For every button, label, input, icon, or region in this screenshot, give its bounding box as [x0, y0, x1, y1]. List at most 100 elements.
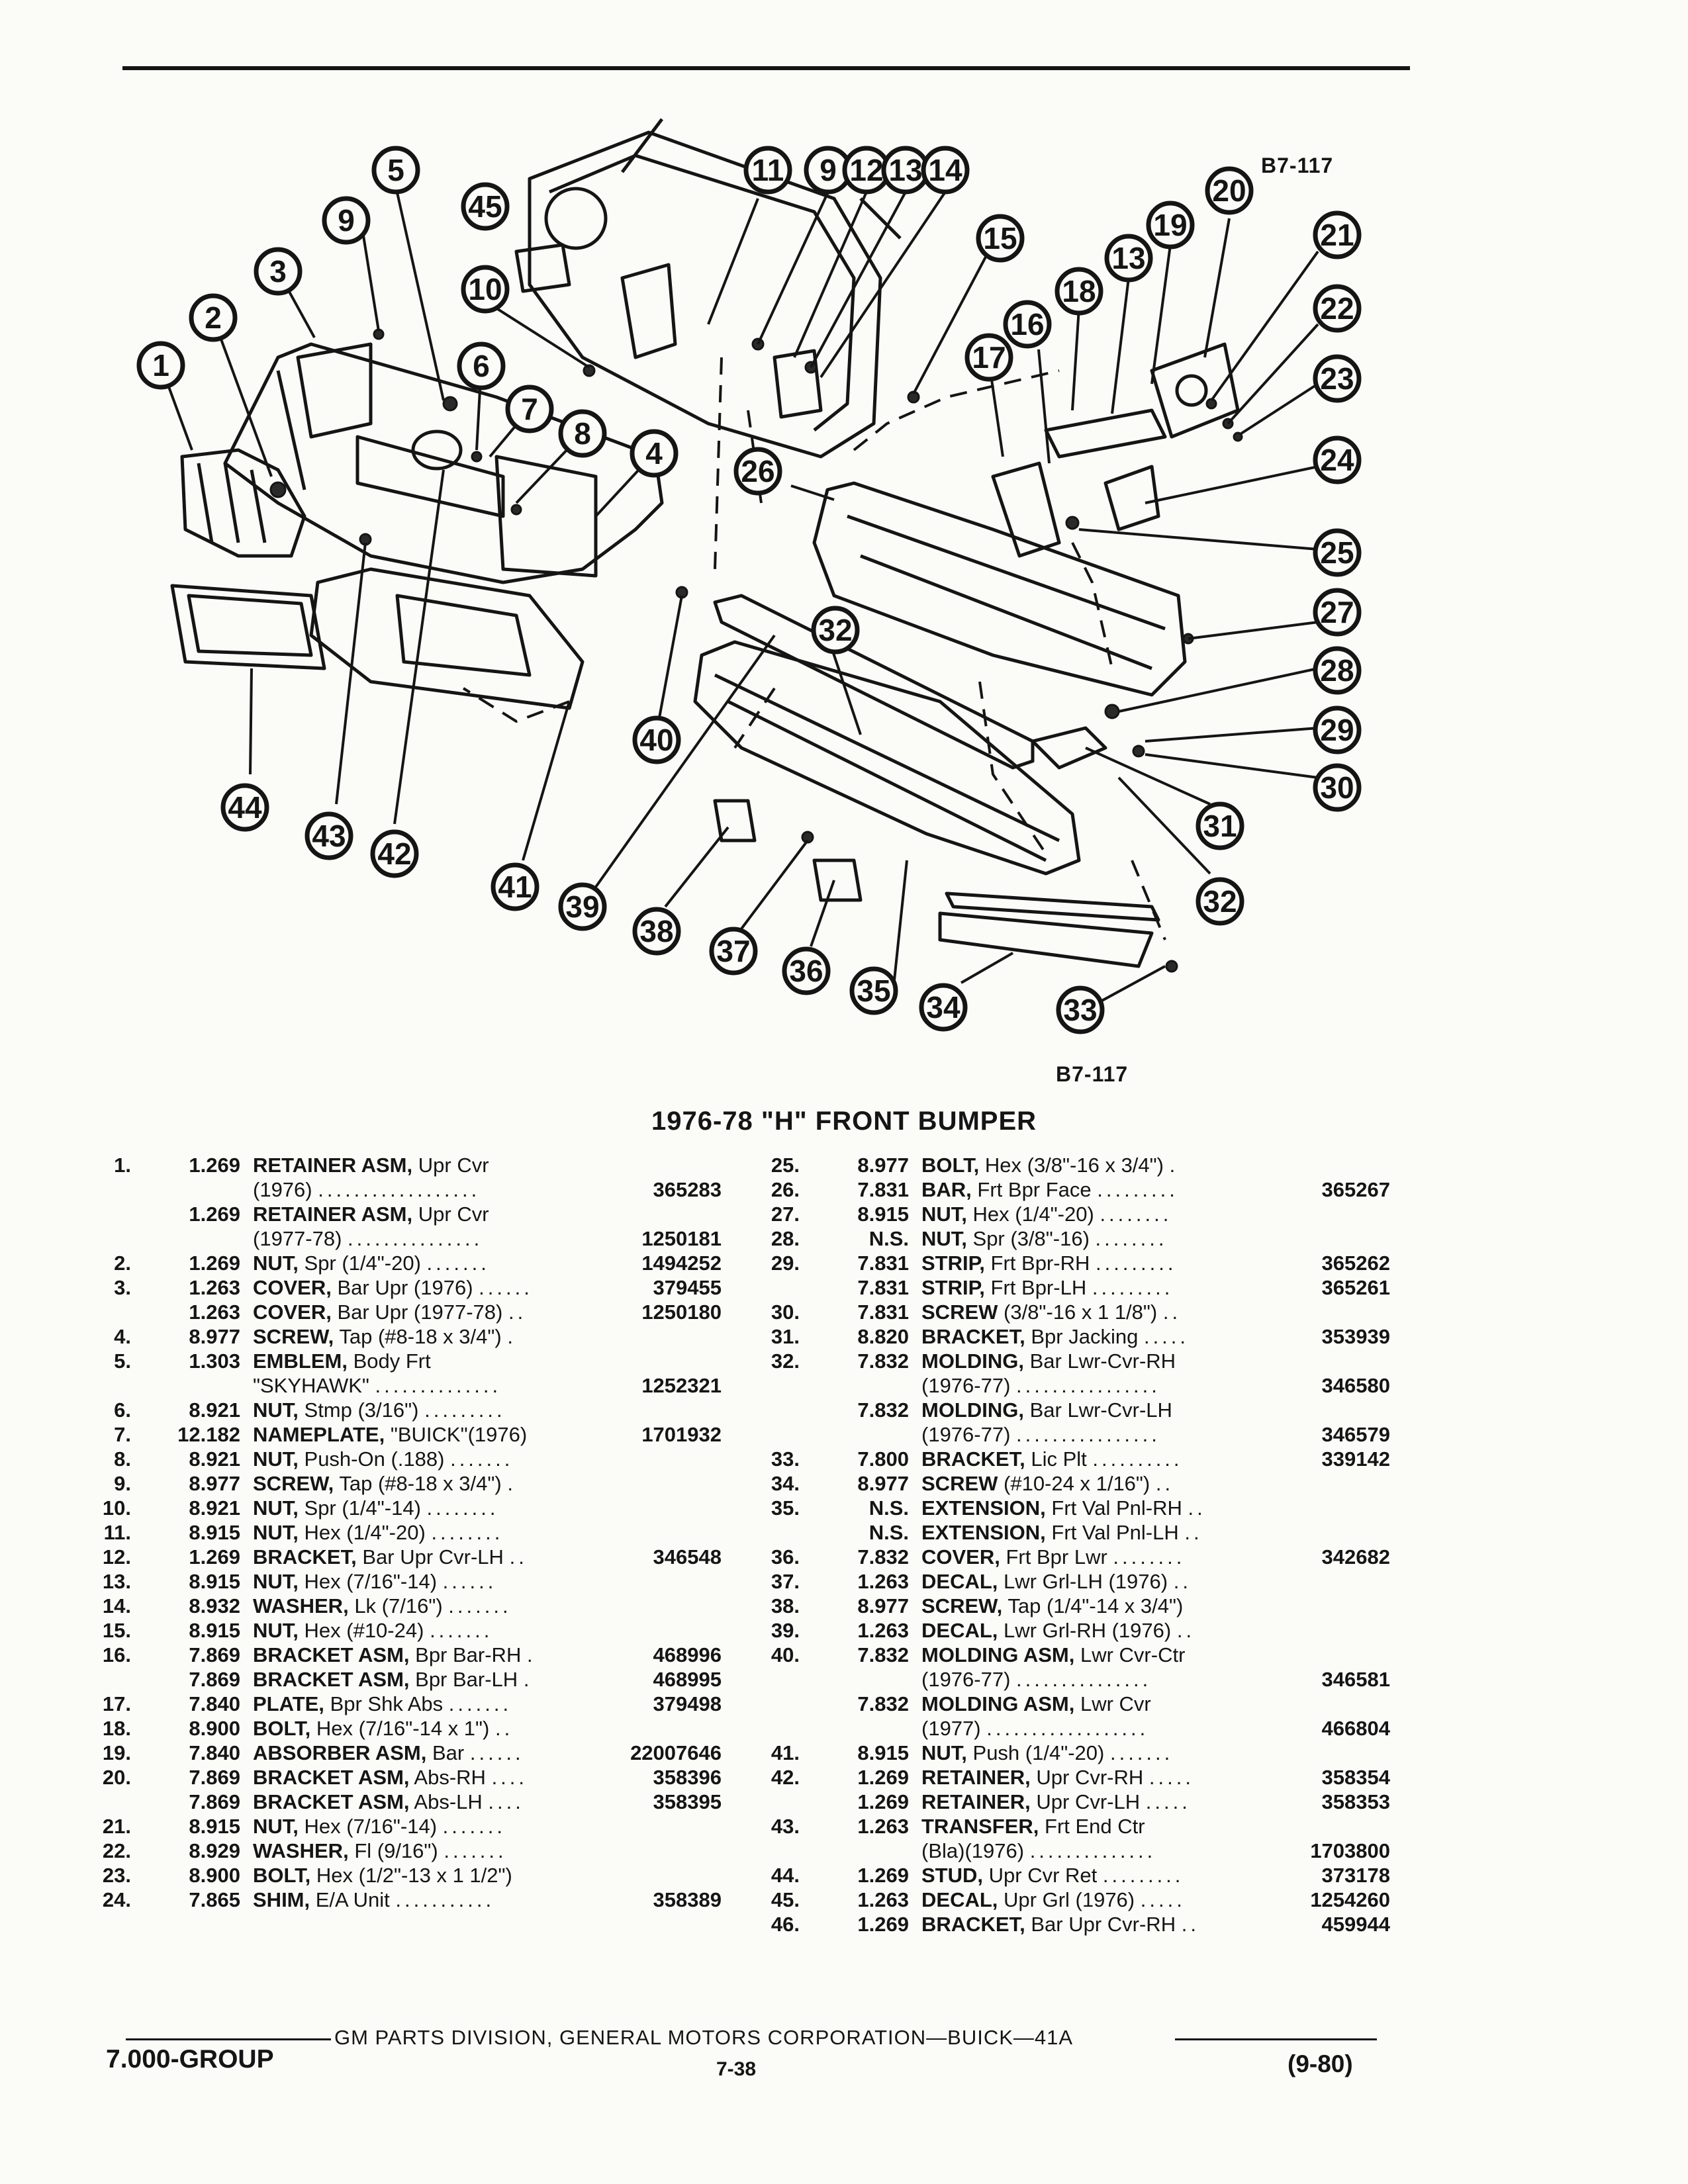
- parts-row: (Bla)(1976) ..............1703800: [748, 1839, 1400, 1863]
- part-description: EXTENSION, Frt Val Pnl-LH ..: [921, 1520, 1203, 1545]
- group-number: 1.263: [189, 1300, 240, 1324]
- part-description: BRACKET, Lic Plt ..........: [921, 1447, 1183, 1471]
- group-number: 12.182: [177, 1423, 240, 1446]
- svg-text:39: 39: [565, 889, 599, 924]
- callout-32: 32: [1196, 877, 1244, 926]
- part-description: NUT, Push-On (.188) .......: [253, 1447, 513, 1471]
- part-name: BRACKET ASM,: [253, 1643, 410, 1666]
- part-number: 468996: [653, 1643, 722, 1666]
- group-number: 7.865: [189, 1888, 240, 1911]
- group-number: 7.800: [857, 1447, 909, 1471]
- callout-19: 19: [1146, 201, 1195, 250]
- part-name: SCREW,: [921, 1594, 1003, 1617]
- footer-rule-left: [126, 2038, 331, 2040]
- part-detail: Tap (1/4"-14 x 3/4"): [1008, 1594, 1184, 1617]
- callout-9-left: 9: [322, 196, 371, 245]
- part-description: SHIM, E/A Unit ...........: [253, 1888, 494, 1912]
- part-description: MOLDING, Bar Lwr-Cvr-LH: [921, 1398, 1172, 1422]
- svg-text:21: 21: [1320, 218, 1354, 252]
- part-number: 346581: [1321, 1668, 1390, 1691]
- svg-text:2: 2: [205, 300, 222, 335]
- part-detail: Frt Bpr Face: [977, 1178, 1092, 1201]
- part-detail: Frt Bpr-RH: [990, 1251, 1090, 1275]
- top-rule: [122, 66, 1410, 70]
- svg-text:23: 23: [1320, 361, 1354, 396]
- item-number: 6.: [114, 1398, 131, 1422]
- callout-7: 7: [505, 385, 554, 433]
- part-description: PLATE, Bpr Shk Abs .......: [253, 1692, 512, 1716]
- part-description: STRIP, Frt Bpr-RH .........: [921, 1251, 1177, 1275]
- callout-33: 32: [811, 606, 860, 655]
- leader-dots: .......: [444, 1839, 507, 1862]
- footer-date: (9-80): [1288, 2050, 1353, 2077]
- part-name: SCREW: [921, 1472, 998, 1495]
- leader-dots: .........: [424, 1398, 506, 1422]
- callout-18: 18: [1055, 267, 1103, 316]
- leader-dots: .........: [1095, 1251, 1177, 1275]
- callout-23: 23: [1313, 354, 1362, 403]
- part-name: BRACKET,: [253, 1545, 357, 1569]
- part-name: EMBLEM,: [253, 1349, 348, 1373]
- callout-10: 10: [461, 265, 510, 314]
- part-detail: (#10-24 x 1/16"): [1004, 1472, 1150, 1495]
- part-detail: (1976): [253, 1178, 312, 1201]
- item-number: 37.: [771, 1570, 800, 1593]
- callout-35: 34: [919, 983, 968, 1032]
- group-number: 8.915: [857, 1741, 909, 1764]
- part-description: MOLDING, Bar Lwr-Cvr-RH: [921, 1349, 1176, 1373]
- svg-text:33: 33: [1063, 993, 1097, 1027]
- part-detail: Upr Grl (1976): [1004, 1888, 1135, 1911]
- svg-text:10: 10: [468, 272, 502, 306]
- part-description: WASHER, Fl (9/16") .......: [253, 1839, 507, 1863]
- part-description: BOLT, Hex (1/2"-13 x 1 1/2"): [253, 1863, 512, 1888]
- part-description: MOLDING ASM, Lwr Cvr-Ctr: [921, 1643, 1185, 1667]
- svg-text:41: 41: [498, 870, 532, 904]
- group-number: 8.915: [189, 1815, 240, 1838]
- svg-text:19: 19: [1153, 208, 1187, 242]
- part-detail: Hex (1/4"-20): [304, 1521, 426, 1544]
- part-description: BOLT, Hex (7/16"-14 x 1") ..: [253, 1716, 513, 1741]
- part-number: 358396: [653, 1766, 722, 1789]
- part-number: 365283: [653, 1178, 722, 1201]
- part-number: 1703800: [1310, 1839, 1390, 1862]
- svg-text:13: 13: [1111, 241, 1145, 275]
- leader-dots: ..: [1176, 1619, 1196, 1642]
- part-description: BRACKET ASM, Abs-LH ....: [253, 1790, 524, 1814]
- callout-38: 37: [709, 927, 758, 976]
- item-number: 23.: [102, 1864, 131, 1887]
- callout-41: 40: [632, 715, 681, 764]
- item-number: 2.: [114, 1251, 131, 1275]
- item-number: 22.: [102, 1839, 131, 1862]
- part-description: BRACKET ASM, Abs-RH ....: [253, 1765, 528, 1790]
- part-detail: Bar Upr (1977-78): [337, 1300, 503, 1324]
- leader-dots: .........: [1092, 1276, 1174, 1299]
- group-number: 8.921: [189, 1398, 240, 1422]
- item-number: 42.: [771, 1766, 800, 1789]
- diagram-artwork: [170, 118, 1243, 973]
- group-number: 8.915: [189, 1619, 240, 1642]
- part-name: RETAINER,: [921, 1790, 1031, 1813]
- group-number: 7.832: [857, 1692, 909, 1715]
- group-number: 1.269: [189, 1545, 240, 1569]
- part-name: SHIM,: [253, 1888, 310, 1911]
- svg-text:14: 14: [928, 153, 962, 187]
- svg-text:27: 27: [1320, 595, 1354, 629]
- leader-dots: ................: [1016, 1374, 1160, 1397]
- item-number: 33.: [771, 1447, 800, 1471]
- group-number: 1.269: [857, 1766, 909, 1789]
- item-number: 43.: [771, 1815, 800, 1838]
- part-name: MOLDING,: [921, 1398, 1024, 1422]
- part-description: NUT, Hex (1/4"-20) ........: [921, 1202, 1172, 1226]
- part-detail: Lwr Grl-RH (1976): [1004, 1619, 1172, 1642]
- svg-text:29: 29: [1320, 713, 1354, 747]
- part-description: BRACKET, Bpr Jacking .....: [921, 1324, 1189, 1349]
- svg-text:38: 38: [639, 914, 673, 948]
